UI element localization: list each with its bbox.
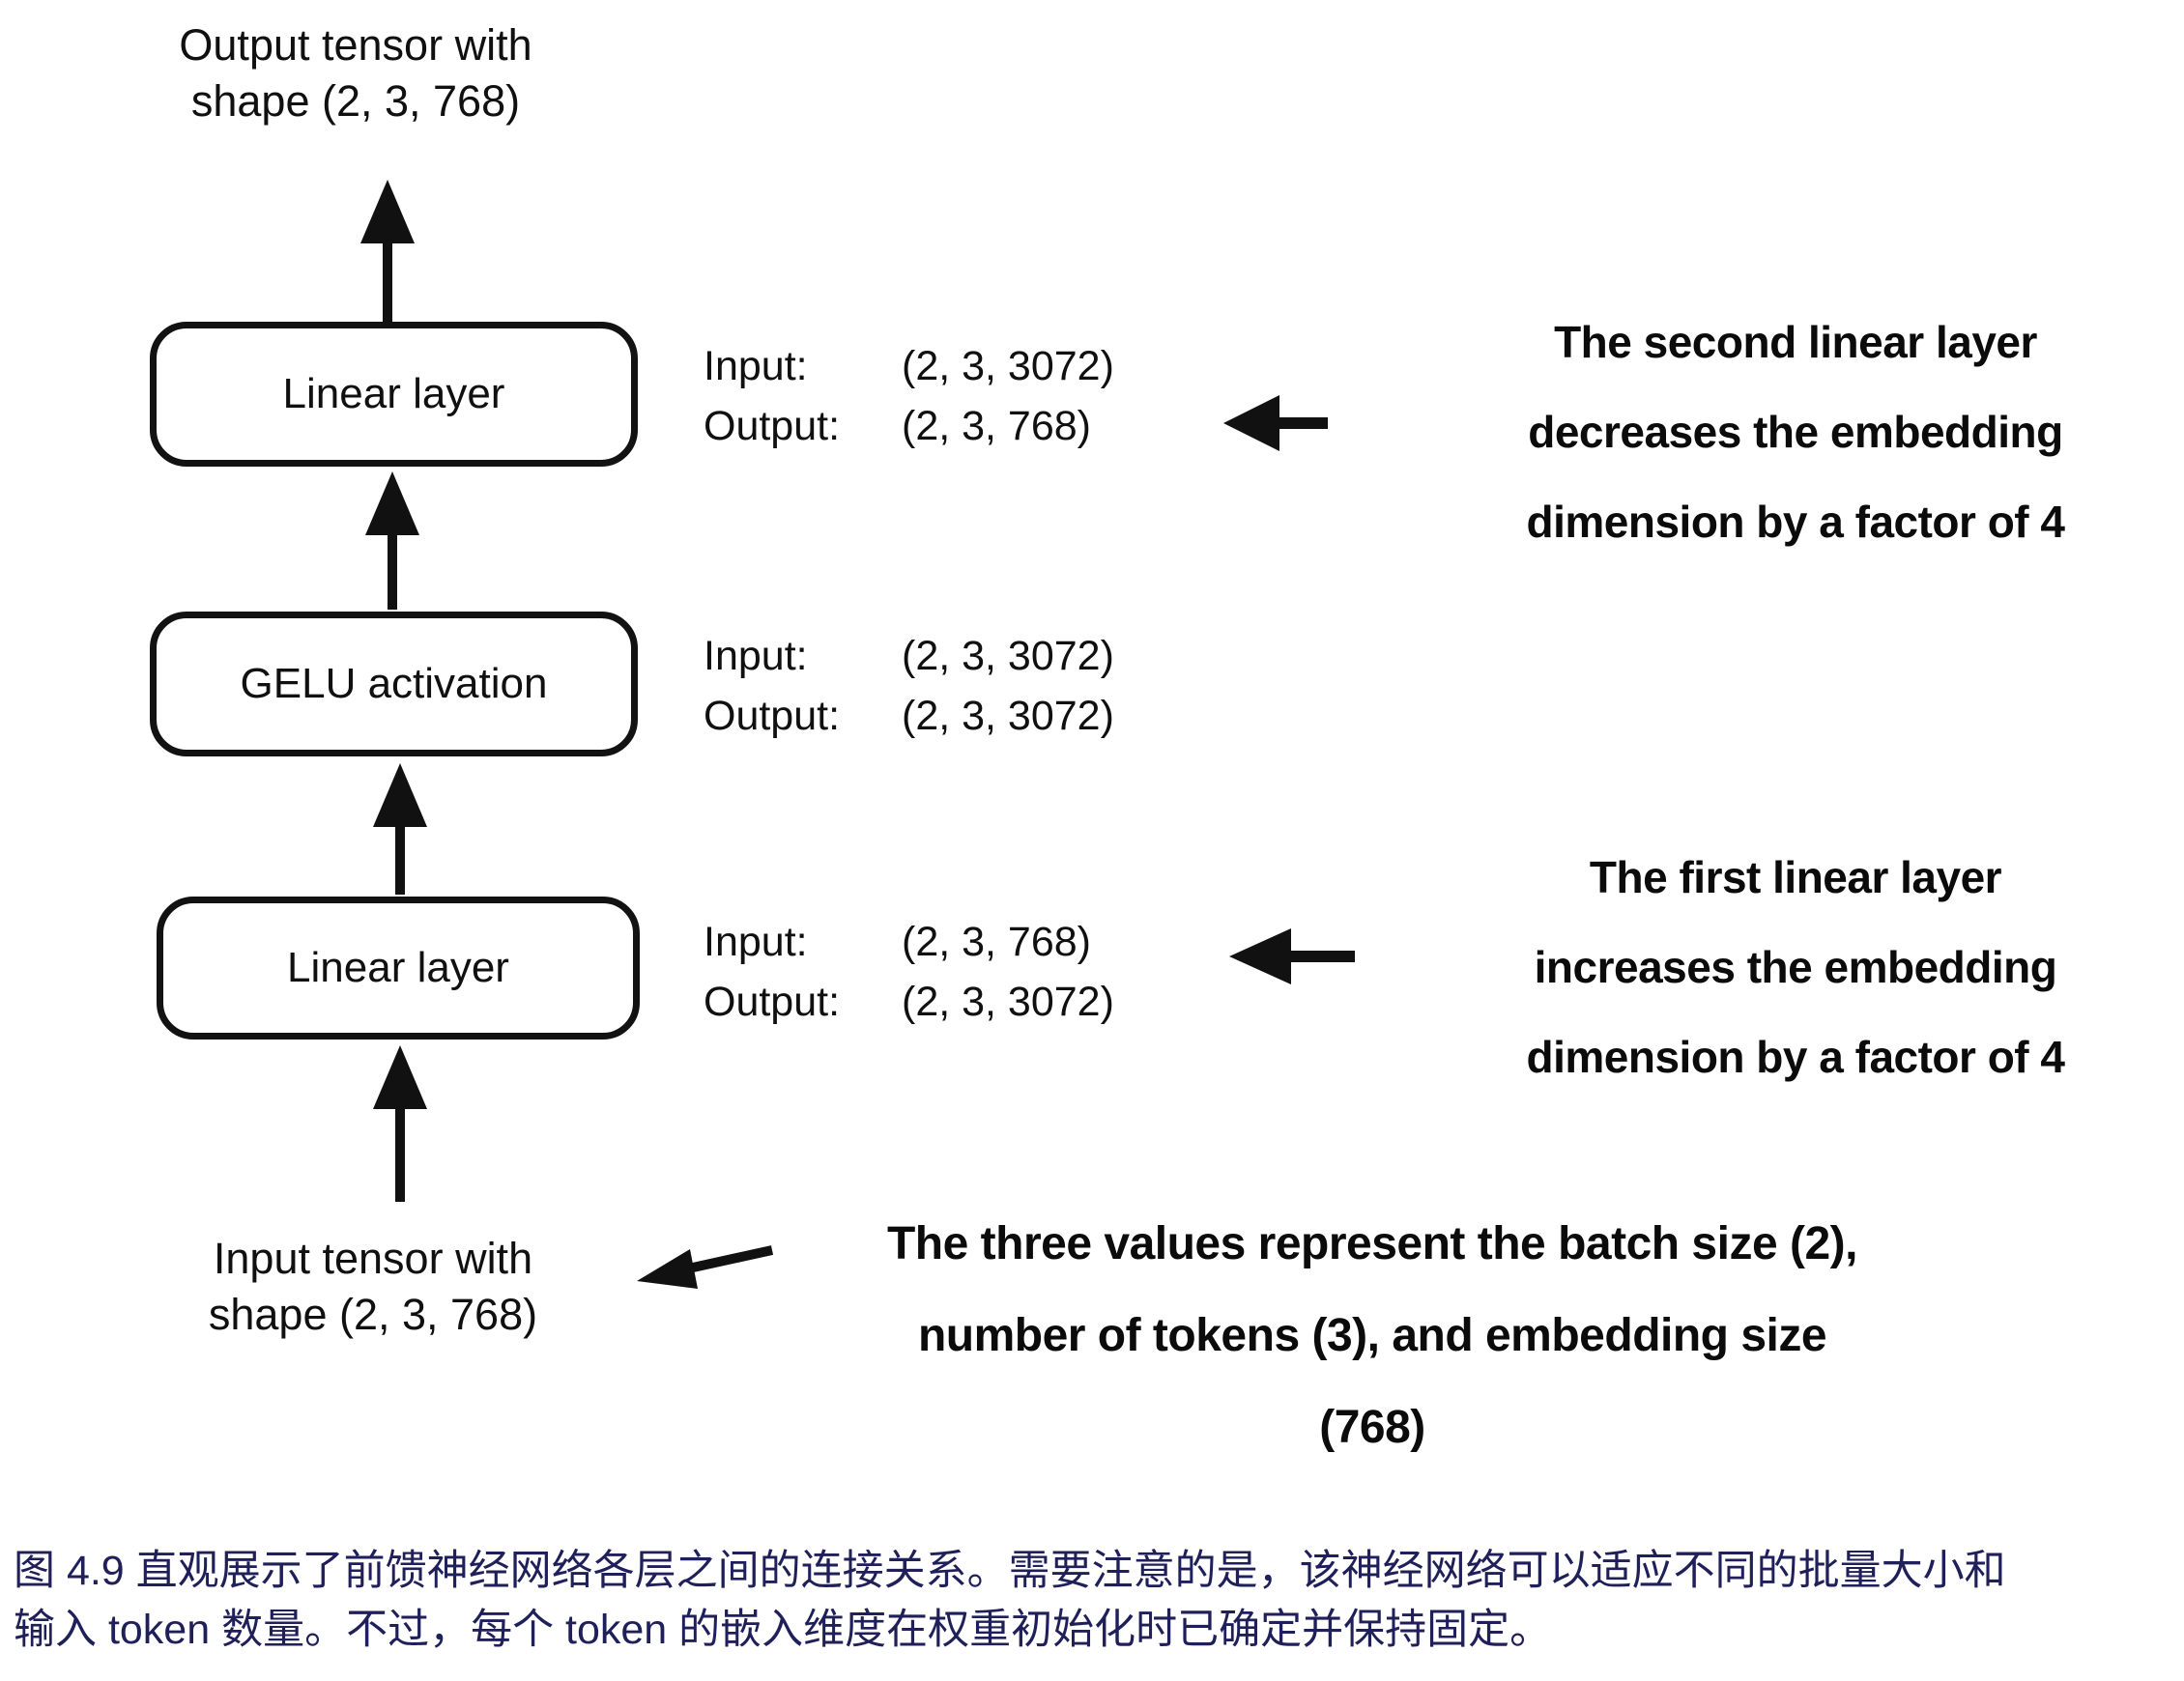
node-gelu-activation-label: GELU activation [240,660,548,707]
arrow-up-input-to-linear1 [373,1045,427,1202]
io-input-label: Input: [704,343,808,389]
io-row-input: Input: (2, 3, 768) [704,912,1114,972]
note-tensor-values-line2: number of tokens (3), and embedding size [917,1310,1827,1361]
input-tensor-label-line1: Input tensor with [213,1234,533,1283]
figure-caption: 图 4.9 直观展示了前馈神经网络各层之间的连接关系。需要注意的是，该神经网络可… [14,1542,2178,1660]
node-linear-layer-1-label: Linear layer [287,944,509,991]
io-output-value: (2, 3, 3072) [902,693,1114,739]
io-row-input: Input: (2, 3, 3072) [704,336,1114,396]
io-input-value: (2, 3, 3072) [902,633,1114,679]
io-linear-layer-1: Input: (2, 3, 768) Output: (2, 3, 3072) [704,912,1114,1032]
note-first-linear-line1: The first linear layer [1589,852,2002,902]
output-tensor-label-line2: shape (2, 3, 768) [190,76,521,126]
io-input-value: (2, 3, 768) [902,919,1091,965]
io-linear-layer-2: Input: (2, 3, 3072) Output: (2, 3, 768) [704,336,1114,456]
note-first-linear-layer: The first linear layer increases the emb… [1428,833,2163,1102]
note-second-linear-line2: decreases the embedding [1528,407,2063,457]
note-tensor-values-line1: The three values represent the batch siz… [886,1218,1858,1269]
note-first-linear-line2: increases the embedding [1534,942,2057,992]
io-output-value: (2, 3, 768) [902,403,1091,449]
note-second-linear-line1: The second linear layer [1554,317,2037,367]
io-row-output: Output: (2, 3, 3072) [704,972,1114,1032]
node-linear-layer-2-label: Linear layer [282,370,505,417]
io-row-output: Output: (2, 3, 3072) [704,686,1114,746]
io-output-label: Output: [704,979,841,1025]
arrow-up-gelu-to-linear2 [365,471,419,610]
arrow-left-first-linear-note [1229,928,1355,984]
io-row-input: Input: (2, 3, 3072) [704,626,1114,686]
arrow-up-to-output-tensor [360,180,415,322]
input-tensor-label: Input tensor with shape (2, 3, 768) [83,1231,663,1343]
note-second-linear-layer: The second linear layer decreases the em… [1428,298,2163,567]
io-input-label: Input: [704,919,808,965]
note-second-linear-line3: dimension by a factor of 4 [1526,497,2066,547]
note-tensor-values: The three values represent the batch siz… [715,1198,2029,1473]
io-output-label: Output: [704,693,841,739]
input-tensor-label-line2: shape (2, 3, 768) [208,1290,538,1339]
io-output-label: Output: [704,403,841,449]
output-tensor-label-line1: Output tensor with [179,20,532,70]
io-input-value: (2, 3, 3072) [902,343,1114,389]
figure-caption-line2: 输入 token 数量。不过，每个 token 的嵌入维度在权重初始化时已确定并… [14,1607,1552,1653]
output-tensor-label: Output tensor with shape (2, 3, 768) [66,17,646,129]
arrow-up-linear1-to-gelu [373,763,427,895]
node-gelu-activation: GELU activation [150,612,638,756]
io-input-label: Input: [704,633,808,679]
io-row-output: Output: (2, 3, 768) [704,396,1114,456]
io-output-value: (2, 3, 3072) [902,979,1114,1025]
node-linear-layer-2: Linear layer [150,322,638,467]
node-linear-layer-1: Linear layer [157,897,640,1040]
arrow-left-second-linear-note [1223,395,1328,451]
figure-caption-line1: 图 4.9 直观展示了前馈神经网络各层之间的连接关系。需要注意的是，该神经网络可… [14,1548,2006,1594]
note-first-linear-line3: dimension by a factor of 4 [1526,1032,2066,1082]
io-gelu-activation: Input: (2, 3, 3072) Output: (2, 3, 3072) [704,626,1114,746]
note-tensor-values-line3: (768) [1319,1402,1425,1453]
